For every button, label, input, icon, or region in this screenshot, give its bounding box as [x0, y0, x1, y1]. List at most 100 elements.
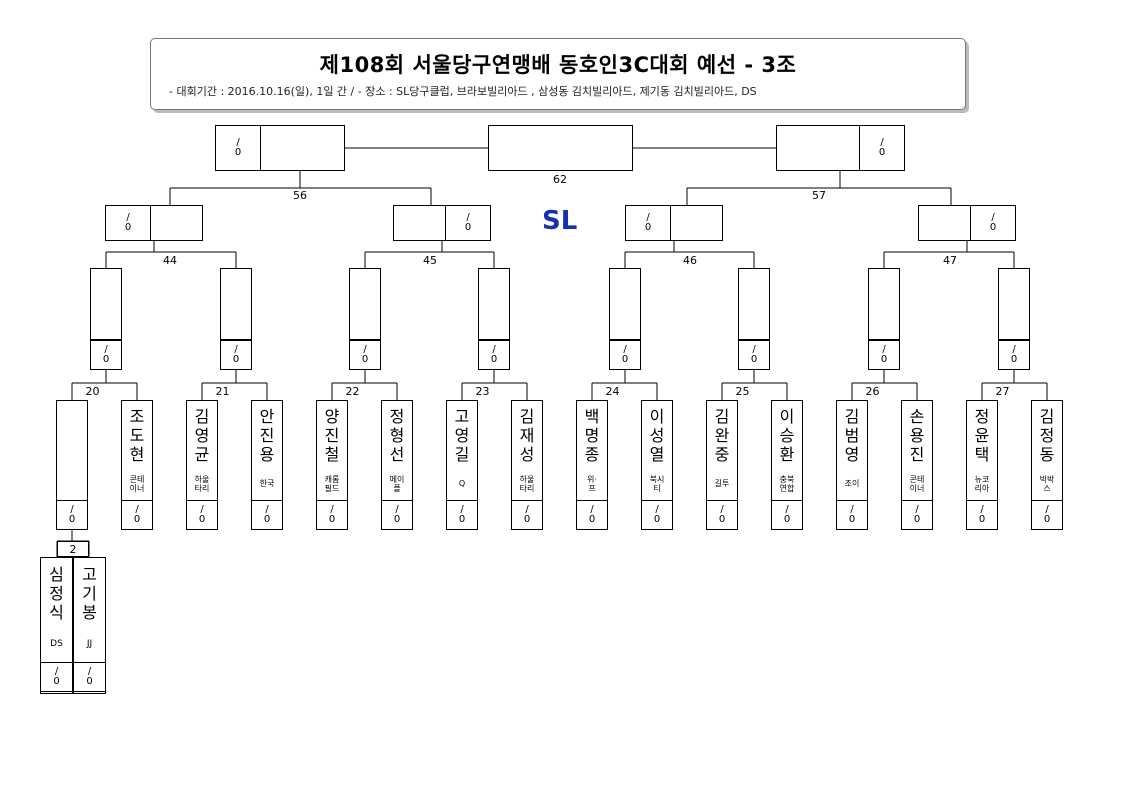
score-games: /	[104, 344, 108, 355]
score-games: /	[395, 504, 399, 515]
score-points: 0	[653, 514, 661, 525]
score-games: /	[915, 504, 919, 515]
event-info: - 대회기간 : 2016.10.16(일), 1일 간 / - 장소 : SL…	[169, 85, 757, 98]
score-points: 0	[464, 222, 472, 233]
prelim-player-club: JJ	[86, 638, 93, 649]
prelim-number-box	[57, 541, 89, 557]
score-games: /	[265, 504, 269, 515]
score-games: /	[460, 504, 464, 515]
match-number-m46: 46	[683, 254, 697, 267]
score-points: 0	[458, 514, 466, 525]
score-cell: /0	[446, 500, 478, 530]
score-points: 0	[124, 222, 132, 233]
score-points: 0	[1010, 354, 1018, 365]
score-cell: /0	[220, 340, 252, 370]
match-number-m24: 24	[605, 385, 620, 398]
score-points: 0	[880, 354, 888, 365]
score-cell: /0	[901, 500, 933, 530]
score-cell: /0	[73, 662, 106, 692]
score-games: /	[330, 504, 334, 515]
match-number-m2: 2	[69, 543, 77, 556]
score-cell: /0	[771, 500, 803, 530]
match-number-m57: 57	[812, 189, 826, 202]
score-points: 0	[102, 354, 110, 365]
score-cell: /0	[706, 500, 738, 530]
player-club	[56, 470, 88, 497]
match-number-m25: 25	[735, 385, 750, 398]
score-games: /	[363, 344, 367, 355]
score-games: /	[623, 344, 627, 355]
score-cell: /0	[215, 125, 261, 171]
score-points: 0	[848, 514, 856, 525]
score-cell: /0	[511, 500, 543, 530]
score-points: 0	[198, 514, 206, 525]
score-points: 0	[490, 354, 498, 365]
score-cell: /0	[56, 500, 88, 530]
score-points: 0	[878, 147, 886, 158]
score-games: /	[720, 504, 724, 515]
score-games: /	[200, 504, 204, 515]
score-points: 0	[644, 222, 652, 233]
match-number-m20: 20	[85, 385, 100, 398]
score-points: 0	[393, 514, 401, 525]
page-title: 제108회 서울당구연맹배 동호인3C대회 예선 - 3조	[319, 53, 797, 77]
score-points: 0	[68, 514, 76, 525]
score-games: /	[126, 212, 130, 223]
match-number-m23: 23	[475, 385, 490, 398]
score-games: /	[590, 504, 594, 515]
score-games: /	[135, 504, 139, 515]
score-points: 0	[1043, 514, 1051, 525]
score-cell: /0	[609, 340, 641, 370]
final-slot-center	[488, 125, 633, 171]
score-cell: /0	[251, 500, 283, 530]
score-cell: /0	[868, 340, 900, 370]
score-games: /	[1045, 504, 1049, 515]
score-games: /	[236, 137, 240, 148]
score-points: 0	[361, 354, 369, 365]
score-points: 0	[232, 354, 240, 365]
score-cell: /0	[859, 125, 905, 171]
r16-slot-4	[478, 268, 510, 340]
score-games: /	[882, 344, 886, 355]
score-games: /	[991, 212, 995, 223]
score-cell: /0	[966, 500, 998, 530]
score-points: 0	[783, 514, 791, 525]
score-cell: /0	[641, 500, 673, 530]
r16-slot-8	[998, 268, 1030, 340]
score-games: /	[54, 666, 59, 677]
score-cell: /0	[576, 500, 608, 530]
match-number-m47: 47	[943, 254, 957, 267]
venue-mark: SL	[542, 206, 578, 236]
score-cell: /0	[445, 205, 491, 241]
score-cell: /0	[349, 340, 381, 370]
score-points: 0	[750, 354, 758, 365]
score-cell: /0	[998, 340, 1030, 370]
score-cell: /0	[186, 500, 218, 530]
match-number-m56: 56	[293, 189, 307, 202]
score-cell: /0	[105, 205, 151, 241]
score-points: 0	[913, 514, 921, 525]
score-points: 0	[621, 354, 629, 365]
score-points: 0	[53, 676, 60, 687]
score-games: /	[525, 504, 529, 515]
